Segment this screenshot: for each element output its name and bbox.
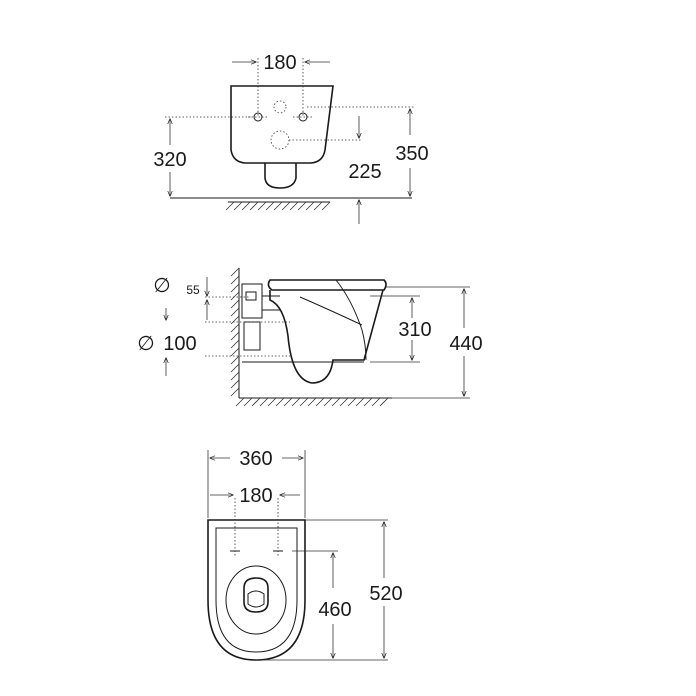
- front-dim-outlet-height: 225: [289, 116, 382, 224]
- top-bowl-outline: [207, 519, 306, 661]
- side-dim-outlet-height: 310: [398, 298, 432, 360]
- side-dim-outlet-diameter-label: 100: [163, 333, 196, 355]
- side-dim-inlet-diameter-label: 55: [186, 283, 200, 297]
- top-dim-total-width-label: 360: [239, 448, 272, 470]
- side-bowl-outline: [269, 289, 384, 384]
- top-dim-total-length: 520: [369, 522, 403, 658]
- front-dim-total-height-label: 350: [395, 143, 428, 165]
- front-dim-height-to-floor: 320: [153, 116, 252, 196]
- top-seat-inner: [215, 527, 298, 653]
- front-dim-total-height: 350: [307, 106, 429, 196]
- front-bowl-outline: [230, 85, 334, 164]
- side-dim-outlet-height-label: 310: [398, 319, 431, 341]
- side-floor: [235, 397, 470, 407]
- front-dim-height-to-floor-label: 320: [153, 149, 186, 171]
- top-dim-hole-spacing-label: 180: [239, 485, 272, 507]
- side-seat-outline: [267, 279, 387, 291]
- top-bowl-opening: [225, 565, 287, 635]
- side-dim-inlet-diameter: ∅ 55: [153, 275, 207, 320]
- side-wall: [230, 267, 240, 398]
- top-drain: [243, 577, 269, 613]
- side-bowl-inner: [335, 279, 367, 361]
- side-bracket: [241, 283, 280, 351]
- top-dim-total-length-label: 520: [369, 583, 402, 605]
- front-floor: [170, 197, 412, 211]
- top-dim-hole-to-front: 460: [318, 553, 352, 658]
- side-dim-total-height-label: 440: [449, 333, 482, 355]
- side-dim-total-height: 440: [449, 289, 483, 396]
- top-dim-total-width: 360: [210, 448, 303, 470]
- front-dim-hole-spacing-label: 180: [263, 52, 296, 74]
- front-dim-hole-spacing: 180: [232, 52, 330, 116]
- side-outlet-pipe: [205, 296, 290, 357]
- top-dim-hole-spacing: 180: [210, 485, 300, 507]
- front-trap-outline: [264, 163, 297, 189]
- front-view: 180 320 225 350: [153, 52, 429, 224]
- side-dim-outlet-diameter: ∅ 100: [137, 308, 197, 376]
- front-dim-outlet-height-label: 225: [348, 161, 381, 183]
- side-rim-line: [299, 296, 363, 326]
- side-dim-inlet-symbol: ∅: [153, 275, 170, 297]
- top-dim-hole-to-front-label: 460: [318, 599, 351, 621]
- side-view: ∅ 55 ∅ 100 310 440: [137, 267, 483, 407]
- top-view: 360 180 460 520: [207, 448, 403, 661]
- side-dim-outlet-symbol: ∅: [137, 333, 154, 355]
